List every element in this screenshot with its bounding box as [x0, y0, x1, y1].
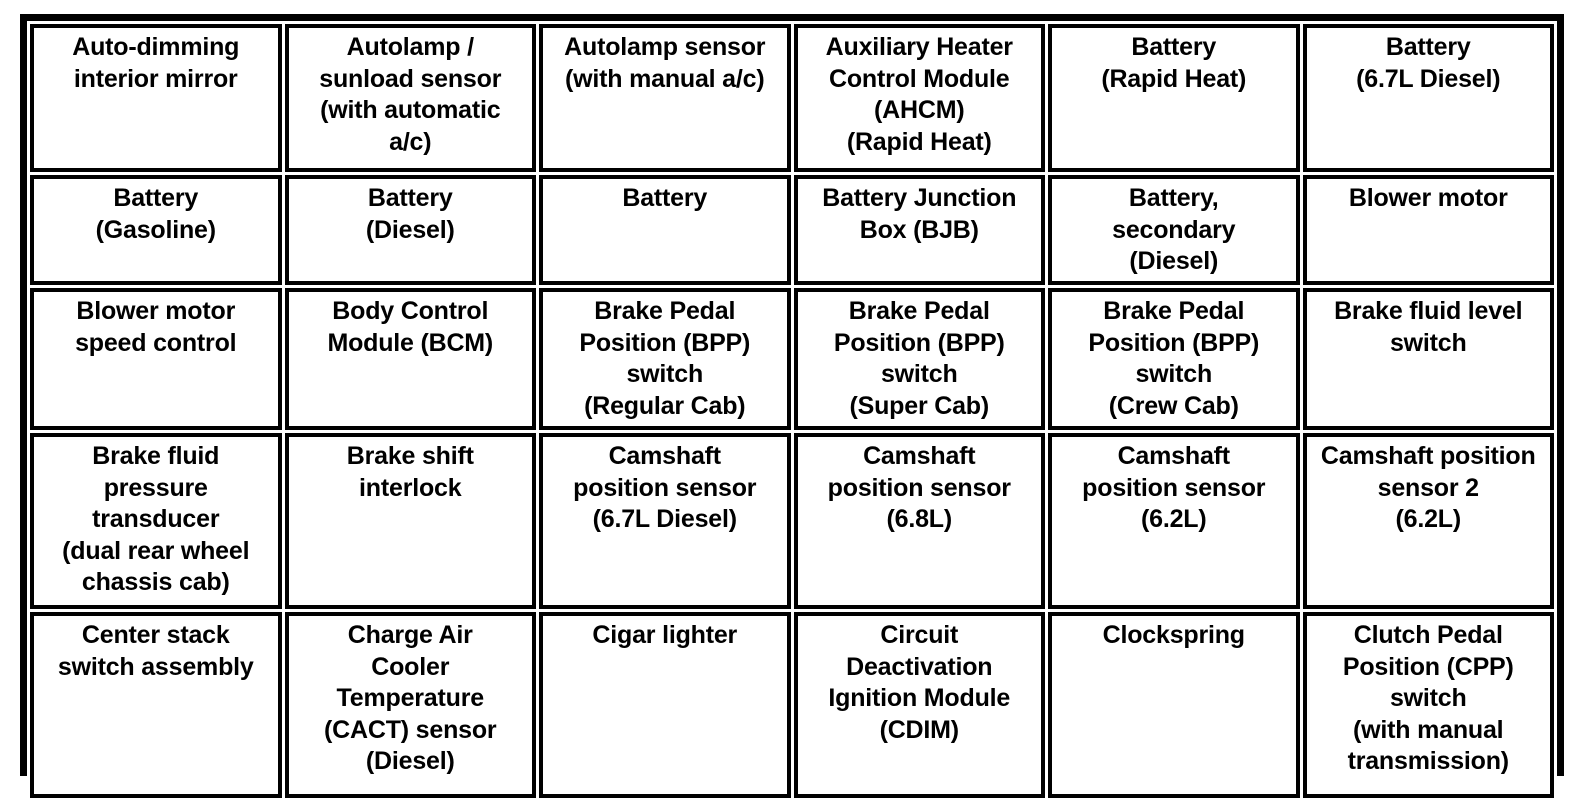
cell-label: Circuit Deactivation Ignition Module (CD… [828, 621, 1011, 744]
table-cell: Clutch Pedal Position (CPP) switch (with… [1302, 612, 1554, 798]
table-cell: Circuit Deactivation Ignition Module (CD… [793, 612, 1045, 798]
cell-label: Blower motor speed control [75, 297, 237, 357]
cell-label: Brake fluid pressure transducer (dual re… [62, 442, 250, 596]
table-cell: Body Control Module (BCM) [284, 288, 536, 430]
cell-label: Autolamp sensor (with manual a/c) [564, 33, 766, 93]
cell-label: Cigar lighter [592, 621, 738, 649]
table-cell: Cigar lighter [539, 612, 791, 798]
cell-label: Clockspring [1102, 621, 1245, 649]
table-cell: Charge Air Cooler Temperature (CACT) sen… [284, 612, 536, 798]
cell-label: Battery, secondary (Diesel) [1112, 184, 1236, 275]
table-cell: Battery Junction Box (BJB) [793, 175, 1045, 285]
cell-label: Brake shift interlock [346, 442, 474, 502]
cell-label: Battery (Rapid Heat) [1101, 33, 1247, 93]
cell-label: Battery [622, 184, 708, 212]
cell-label: Auto-dimming interior mirror [72, 33, 240, 93]
cell-label: Body Control Module (BCM) [327, 297, 494, 357]
cell-label: Battery Junction Box (BJB) [822, 184, 1017, 244]
cell-label: Blower motor [1348, 184, 1508, 212]
cell-label: Charge Air Cooler Temperature (CACT) sen… [324, 621, 497, 775]
cell-label: Camshaft position sensor 2 (6.2L) [1320, 442, 1536, 533]
table-cell: Camshaft position sensor 2 (6.2L) [1302, 433, 1554, 609]
cell-label: Battery (Gasoline) [95, 184, 216, 244]
component-location-table: Auto-dimming interior mirror Autolamp / … [27, 21, 1557, 801]
component-table-frame: Auto-dimming interior mirror Autolamp / … [20, 14, 1564, 801]
table-cell: Camshaft position sensor (6.7L Diesel) [539, 433, 791, 609]
table-cell: Brake Pedal Position (BPP) switch (Regul… [539, 288, 791, 430]
table-cell: Camshaft position sensor (6.8L) [793, 433, 1045, 609]
table-cell: Brake shift interlock [284, 433, 536, 609]
table-cell: Battery [539, 175, 791, 285]
table-row: Blower motor speed control Body Control … [30, 288, 1554, 430]
table-row: Brake fluid pressure transducer (dual re… [30, 433, 1554, 609]
table-row: Auto-dimming interior mirror Autolamp / … [30, 24, 1554, 172]
cell-label: Battery (Diesel) [365, 184, 455, 244]
table-cell: Clockspring [1048, 612, 1300, 798]
table-cell: Autolamp sensor (with manual a/c) [539, 24, 791, 172]
cell-label: Clutch Pedal Position (CPP) switch (with… [1342, 621, 1514, 775]
table-row: Battery (Gasoline) Battery (Diesel) Batt… [30, 175, 1554, 285]
cell-label: Autolamp / sunload sensor (with automati… [319, 33, 502, 156]
cell-label: Brake fluid level switch [1334, 297, 1523, 357]
cell-label: Camshaft position sensor (6.8L) [827, 442, 1011, 533]
table-row: Center stack switch assembly Charge Air … [30, 612, 1554, 798]
table-cell: Battery (Diesel) [284, 175, 536, 285]
table-cell: Battery (Gasoline) [30, 175, 282, 285]
table-cell: Blower motor speed control [30, 288, 282, 430]
table-cell: Brake fluid pressure transducer (dual re… [30, 433, 282, 609]
cell-label: Camshaft position sensor (6.7L Diesel) [573, 442, 757, 533]
table-cell: Brake Pedal Position (BPP) switch (Super… [793, 288, 1045, 430]
table-cell: Camshaft position sensor (6.2L) [1048, 433, 1300, 609]
cell-label: Center stack switch assembly [57, 621, 254, 681]
table-cell: Battery, secondary (Diesel) [1048, 175, 1300, 285]
cell-label: Brake Pedal Position (BPP) switch (Super… [833, 297, 1005, 420]
cell-label: Battery (6.7L Diesel) [1356, 33, 1501, 93]
table-cell: Brake fluid level switch [1302, 288, 1554, 430]
table-cell: Auto-dimming interior mirror [30, 24, 282, 172]
cell-label: Brake Pedal Position (BPP) switch (Crew … [1088, 297, 1260, 420]
cell-label: Brake Pedal Position (BPP) switch (Regul… [579, 297, 751, 420]
table-cell: Blower motor [1302, 175, 1554, 285]
table-cell: Auxiliary Heater Control Module (AHCM) (… [793, 24, 1045, 172]
table-cell: Center stack switch assembly [30, 612, 282, 798]
table-cell: Brake Pedal Position (BPP) switch (Crew … [1048, 288, 1300, 430]
table-body: Auto-dimming interior mirror Autolamp / … [30, 24, 1554, 798]
cell-label: Camshaft position sensor (6.2L) [1082, 442, 1266, 533]
table-cell: Autolamp / sunload sensor (with automati… [284, 24, 536, 172]
cell-label: Auxiliary Heater Control Module (AHCM) (… [825, 33, 1013, 156]
table-cell: Battery (Rapid Heat) [1048, 24, 1300, 172]
table-cell: Battery (6.7L Diesel) [1302, 24, 1554, 172]
